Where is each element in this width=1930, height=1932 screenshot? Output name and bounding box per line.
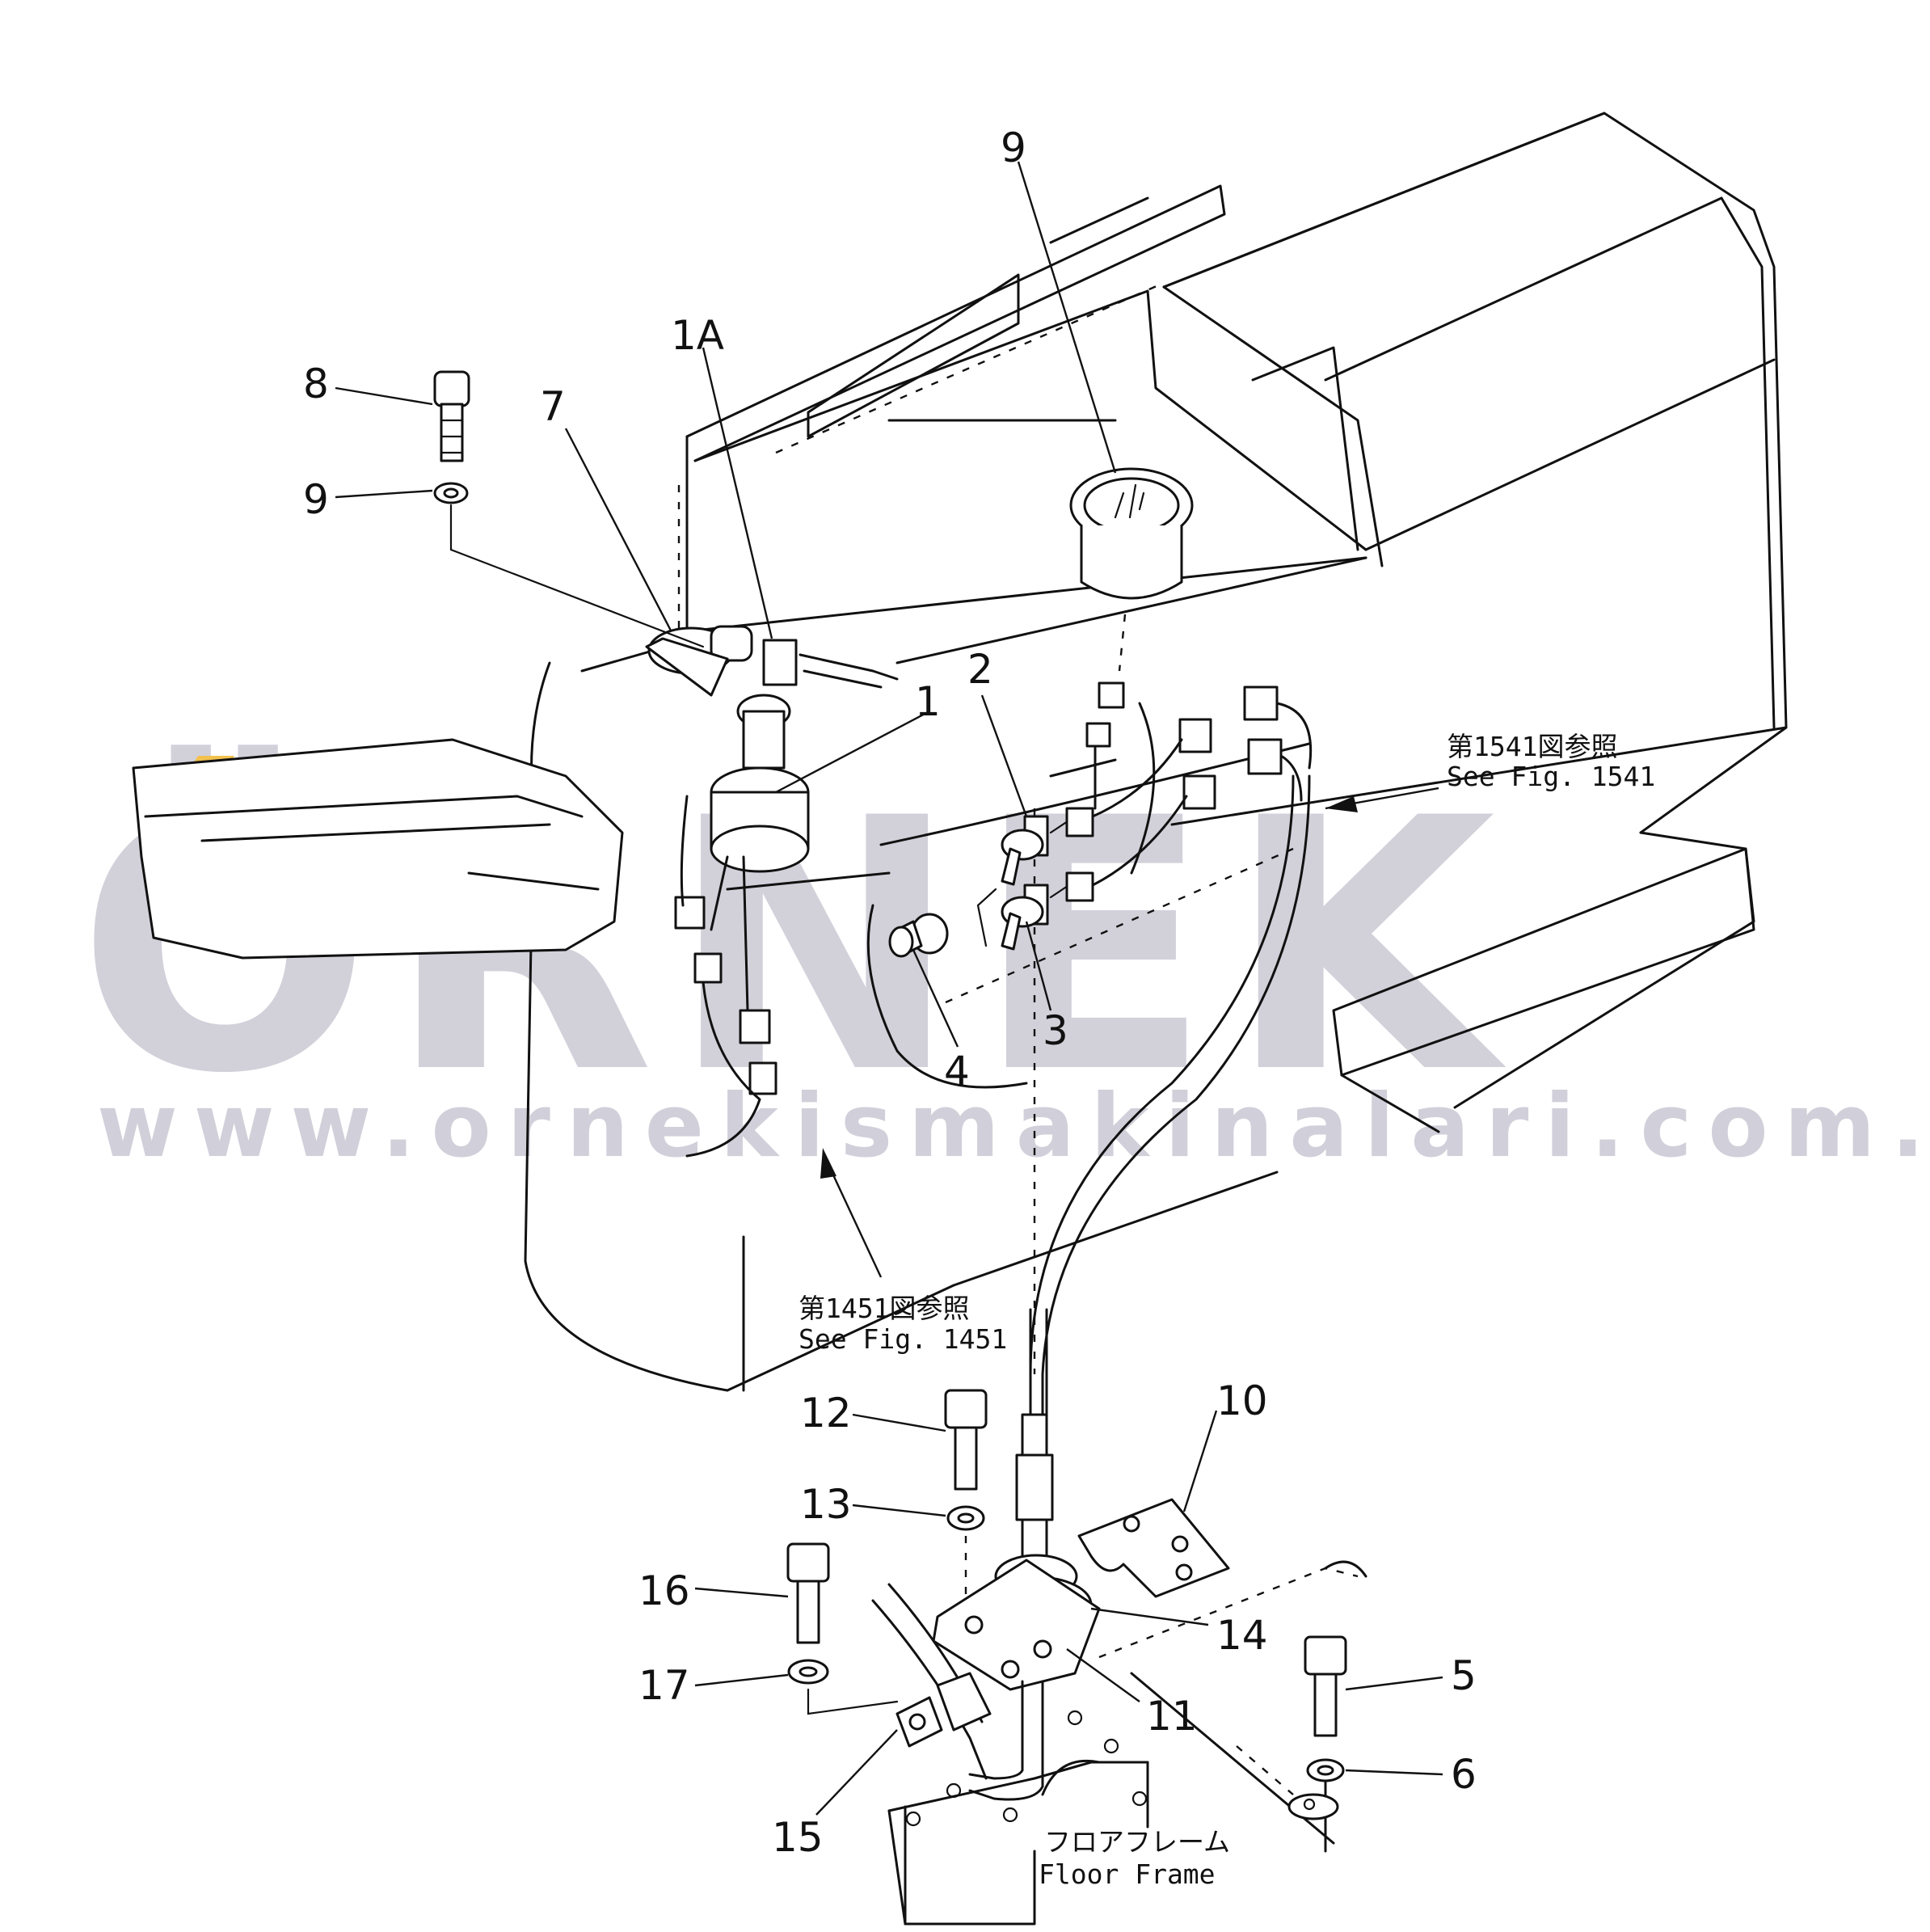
- washer-7: [433, 482, 469, 504]
- ref-fig1451-en: See Fig. 1451: [799, 1323, 1007, 1355]
- callout-2: 2: [967, 646, 993, 693]
- console-body: [132, 112, 1788, 1392]
- callout-9-upper: 10: [1216, 1377, 1268, 1424]
- floor-frame-jp: フロアフレーム: [1044, 1826, 1230, 1858]
- bolt-10: [944, 1389, 988, 1491]
- callout-10: 12: [800, 1390, 852, 1436]
- lever-assembly: [871, 1308, 1101, 1801]
- connectors-right: [1029, 685, 1313, 1578]
- callout-12: 14: [1216, 1612, 1268, 1659]
- callout-17: 6: [1451, 1751, 1477, 1798]
- key-switch-assembly: [645, 625, 899, 1158]
- callout-16: 5: [1451, 1652, 1477, 1699]
- ref-fig1451-jp: 第1451図参照: [799, 1293, 969, 1324]
- pilot-lamp-4: [888, 913, 949, 958]
- plate-9: [1077, 1498, 1230, 1598]
- floor-frame-en: Floor Frame: [1039, 1858, 1216, 1890]
- callout-14: 16: [638, 1567, 690, 1614]
- callout-5: 7: [540, 383, 566, 430]
- reference-notes: 第1541図参照 See Fig. 1541 第1451図参照 See Fig.…: [799, 731, 1655, 1890]
- callout-8: 9: [1001, 124, 1026, 171]
- callout-6: 8: [303, 361, 329, 407]
- callout-7: 9: [303, 476, 329, 523]
- bolt-16: [1304, 1635, 1347, 1737]
- callout-13: 15: [772, 1814, 824, 1861]
- hour-meter-8: [1069, 467, 1194, 709]
- ref-fig1541-jp: 第1541図参照: [1447, 731, 1617, 762]
- callout-1: 1: [915, 678, 941, 725]
- callout-9-lower: 11: [1146, 1693, 1198, 1740]
- washer-15: [787, 1659, 829, 1685]
- switch-3: [1001, 884, 1049, 951]
- callout-3: 3: [1043, 1007, 1068, 1054]
- washer-17: [1306, 1758, 1345, 1782]
- ref-fig1541-en: See Fig. 1541: [1447, 761, 1655, 792]
- leader-lines: [335, 161, 1443, 1816]
- callout-11: 13: [800, 1481, 852, 1528]
- callout-4: 4: [944, 1048, 970, 1095]
- callout-labels: 8 9 7 1A 1 2 3 4 9 10 11 12 13 14 15 16 …: [303, 124, 1477, 1861]
- switch-2: [1001, 815, 1049, 886]
- floor-frame: [887, 1560, 1367, 1926]
- washer-11: [946, 1505, 985, 1531]
- watermark-url: www.ornekismakinalari.com.tr: [97, 1076, 1930, 1177]
- bolt-6: [433, 370, 470, 462]
- bolt-14: [786, 1542, 830, 1644]
- callout-15: 17: [638, 1662, 690, 1709]
- callout-1A: 1A: [671, 312, 724, 359]
